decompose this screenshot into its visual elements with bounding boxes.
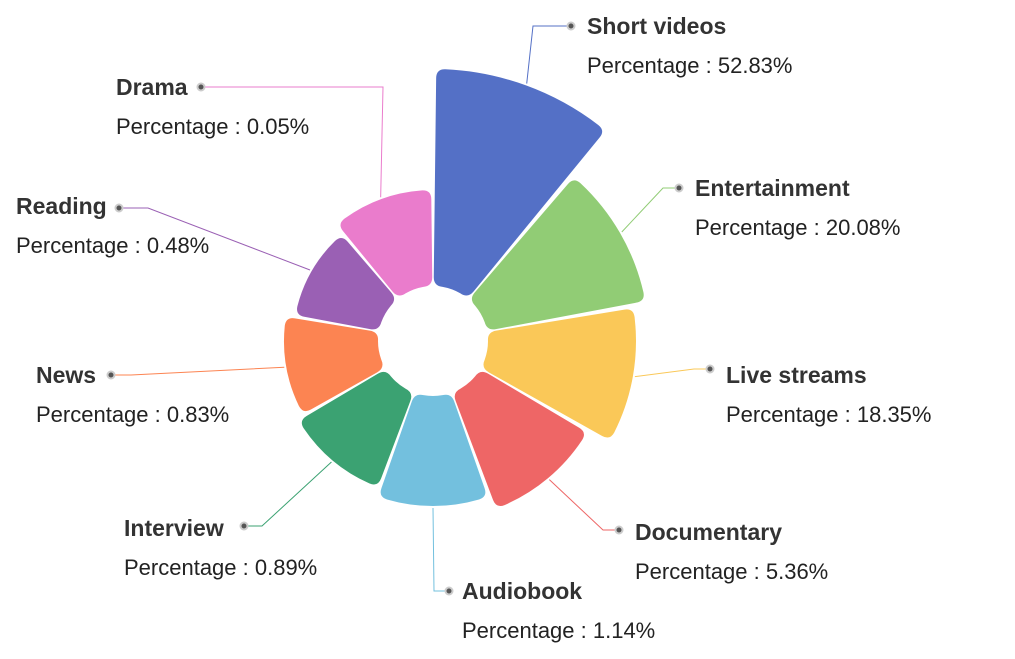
slice-drama[interactable] [340, 190, 433, 296]
slice-value-label: Percentage : 0.05% [116, 114, 309, 139]
slice-name-label: News [36, 362, 96, 388]
leader-line [621, 187, 679, 233]
leader-line [432, 507, 449, 592]
slice-value-label: Percentage : 5.36% [635, 559, 828, 584]
slice-name-label: Interview [124, 515, 224, 541]
slice-news[interactable] [284, 318, 383, 412]
slice-value-label: Percentage : 1.14% [462, 618, 655, 643]
slice-name-label: Short videos [587, 13, 726, 39]
slice-value-label: Percentage : 52.83% [587, 53, 792, 78]
slice-name-label: Reading [16, 193, 107, 219]
slice-reading[interactable] [297, 238, 395, 330]
slice-name-label: Audiobook [462, 578, 582, 604]
slice-name-label: Documentary [635, 519, 782, 545]
leader-dot [114, 203, 124, 213]
slice-value-label: Percentage : 0.89% [124, 555, 317, 580]
slice-entertainment[interactable] [471, 180, 644, 330]
leader-dot [444, 586, 454, 596]
leader-dot [566, 21, 576, 31]
leader-line [526, 25, 571, 84]
slice-documentary[interactable] [454, 371, 584, 507]
slice-name-label: Entertainment [695, 175, 850, 201]
slice-short-videos[interactable] [433, 69, 603, 296]
leader-dot [239, 521, 249, 531]
leader-dot [705, 364, 715, 374]
leader-line [244, 461, 332, 527]
slice-value-label: Percentage : 20.08% [695, 215, 900, 240]
leader-line [549, 479, 619, 531]
leader-line [634, 368, 710, 378]
slice-value-label: Percentage : 18.35% [726, 402, 931, 427]
leader-dot [614, 525, 624, 535]
slice-audiobook[interactable] [380, 394, 486, 506]
leader-line [201, 86, 384, 198]
slice-value-label: Percentage : 0.48% [16, 233, 209, 258]
slice-name-label: Live streams [726, 362, 867, 388]
leader-dot [196, 82, 206, 92]
leader-line [111, 366, 285, 376]
leader-dot [674, 183, 684, 193]
slice-live-streams[interactable] [483, 309, 636, 438]
leader-line [119, 207, 311, 271]
slice-name-label: Drama [116, 74, 188, 100]
slice-interview[interactable] [301, 371, 412, 485]
leader-dot [106, 370, 116, 380]
slice-value-label: Percentage : 0.83% [36, 402, 229, 427]
